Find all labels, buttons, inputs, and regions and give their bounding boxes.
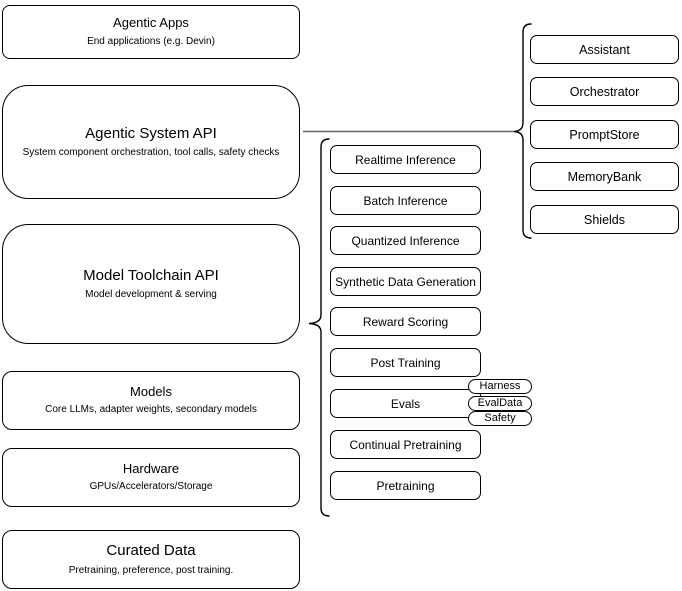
node-evals: Evals	[330, 389, 481, 418]
node-subtitle: Core LLMs, adapter weights, secondary mo…	[45, 404, 257, 416]
node-reward-scoring: Reward Scoring	[330, 307, 481, 336]
node-title: Models	[130, 383, 172, 399]
node-model-toolchain-api: Model Toolchain API Model development & …	[2, 224, 300, 344]
node-subtitle: System component orchestration, tool cal…	[22, 147, 280, 159]
node-title: Agentic Apps	[113, 15, 189, 31]
node-promptstore: PromptStore	[530, 120, 679, 149]
node-orchestrator: Orchestrator	[530, 77, 679, 106]
node-subtitle: Model development & serving	[85, 289, 217, 301]
node-title: Curated Data	[106, 542, 196, 560]
node-agentic-system-api: Agentic System API System component orch…	[2, 85, 300, 199]
node-batch-inference: Batch Inference	[330, 186, 481, 215]
node-assistant: Assistant	[530, 35, 679, 64]
node-agentic-apps: Agentic Apps End applications (e.g. Devi…	[2, 5, 300, 59]
node-subtitle: GPUs/Accelerators/Storage	[89, 481, 213, 493]
node-quantized-inference: Quantized Inference	[330, 226, 481, 255]
node-memorybank: MemoryBank	[530, 162, 679, 191]
toolchain-group-brace	[308, 138, 330, 517]
node-models: Models Core LLMs, adapter weights, secon…	[2, 371, 300, 430]
node-subtitle: End applications (e.g. Devin)	[87, 35, 215, 47]
node-shields: Shields	[530, 205, 679, 234]
node-realtime-inference: Realtime Inference	[330, 145, 481, 174]
node-synthetic-data-generation: Synthetic Data Generation	[330, 267, 481, 296]
node-title: Hardware	[122, 460, 180, 476]
node-post-training: Post Training	[330, 348, 481, 377]
node-hardware: Hardware GPUs/Accelerators/Storage	[2, 448, 300, 507]
components-group-brace	[513, 23, 532, 239]
node-curated-data: Curated Data Pretraining, preference, po…	[2, 530, 300, 589]
tag-safety: Safety	[468, 411, 532, 426]
tag-evaldata: EvalData	[468, 396, 532, 411]
node-continual-pretraining: Continual Pretraining	[330, 430, 481, 459]
tag-harness: Harness	[468, 379, 532, 394]
node-title: Model Toolchain API	[83, 266, 219, 284]
node-pretraining: Pretraining	[330, 471, 481, 500]
node-title: Agentic System API	[85, 124, 217, 142]
node-subtitle: Pretraining, preference, post training.	[68, 564, 234, 576]
